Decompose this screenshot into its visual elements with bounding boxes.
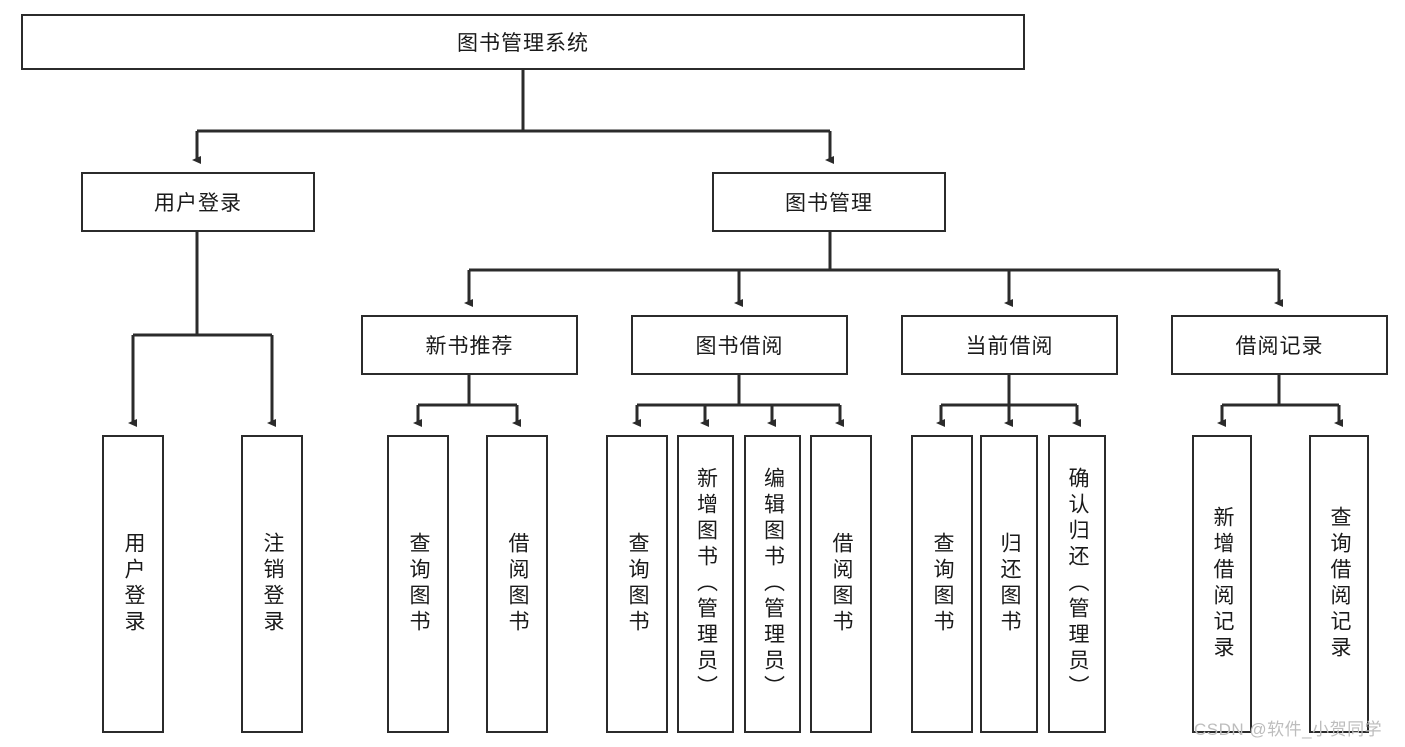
- node-leaf-query-book-newbook-label: 查询图书: [407, 532, 431, 636]
- node-leaf-add-book-admin-label: 新增图书（管理员）: [694, 467, 718, 701]
- node-borrow-records[interactable]: 借阅记录: [1171, 315, 1388, 375]
- node-leaf-query-book-newbook[interactable]: 查询图书: [387, 435, 449, 733]
- node-leaf-add-borrow-record-label: 新增借阅记录: [1211, 506, 1235, 662]
- node-book-borrow[interactable]: 图书借阅: [631, 315, 848, 375]
- node-borrow-records-label: 借阅记录: [1235, 335, 1324, 358]
- node-current-borrow-label: 当前借阅: [965, 335, 1054, 358]
- node-leaf-user-login-label: 用户登录: [122, 532, 146, 636]
- node-leaf-borrow-book-newbook-label: 借阅图书: [506, 532, 530, 636]
- node-leaf-add-borrow-record[interactable]: 新增借阅记录: [1192, 435, 1252, 733]
- node-leaf-logout[interactable]: 注销登录: [241, 435, 303, 733]
- node-leaf-confirm-return-admin[interactable]: 确认归还（管理员）: [1048, 435, 1106, 733]
- node-user-login[interactable]: 用户登录: [81, 172, 315, 232]
- node-leaf-return-book-label: 归还图书: [998, 532, 1022, 636]
- node-leaf-query-book-current[interactable]: 查询图书: [911, 435, 973, 733]
- node-leaf-borrow-book[interactable]: 借阅图书: [810, 435, 872, 733]
- node-user-login-label: 用户登录: [154, 192, 242, 215]
- node-leaf-query-borrow-record[interactable]: 查询借阅记录: [1309, 435, 1369, 733]
- node-leaf-edit-book-admin[interactable]: 编辑图书（管理员）: [744, 435, 801, 733]
- node-current-borrow[interactable]: 当前借阅: [901, 315, 1118, 375]
- node-root-label: 图书管理系统: [457, 32, 589, 55]
- node-leaf-add-book-admin[interactable]: 新增图书（管理员）: [677, 435, 734, 733]
- node-book-management-label: 图书管理: [785, 192, 873, 215]
- node-root[interactable]: 图书管理系统: [21, 14, 1025, 70]
- node-book-management[interactable]: 图书管理: [712, 172, 946, 232]
- node-leaf-query-borrow-record-label: 查询借阅记录: [1328, 506, 1352, 662]
- node-leaf-edit-book-admin-label: 编辑图书（管理员）: [761, 467, 785, 701]
- node-new-book-recommend[interactable]: 新书推荐: [361, 315, 578, 375]
- node-leaf-confirm-return-admin-label: 确认归还（管理员）: [1066, 467, 1090, 701]
- node-leaf-query-book-current-label: 查询图书: [931, 532, 955, 636]
- node-leaf-query-book-borrow[interactable]: 查询图书: [606, 435, 668, 733]
- node-leaf-logout-label: 注销登录: [261, 532, 285, 636]
- node-leaf-user-login[interactable]: 用户登录: [102, 435, 164, 733]
- node-book-borrow-label: 图书借阅: [695, 335, 784, 358]
- node-new-book-recommend-label: 新书推荐: [425, 335, 514, 358]
- node-leaf-return-book[interactable]: 归还图书: [980, 435, 1038, 733]
- node-leaf-borrow-book-newbook[interactable]: 借阅图书: [486, 435, 548, 733]
- node-leaf-query-book-borrow-label: 查询图书: [626, 532, 650, 636]
- node-leaf-borrow-book-label: 借阅图书: [830, 532, 854, 636]
- watermark-text: CSDN @软件_小贺同学: [1194, 720, 1383, 739]
